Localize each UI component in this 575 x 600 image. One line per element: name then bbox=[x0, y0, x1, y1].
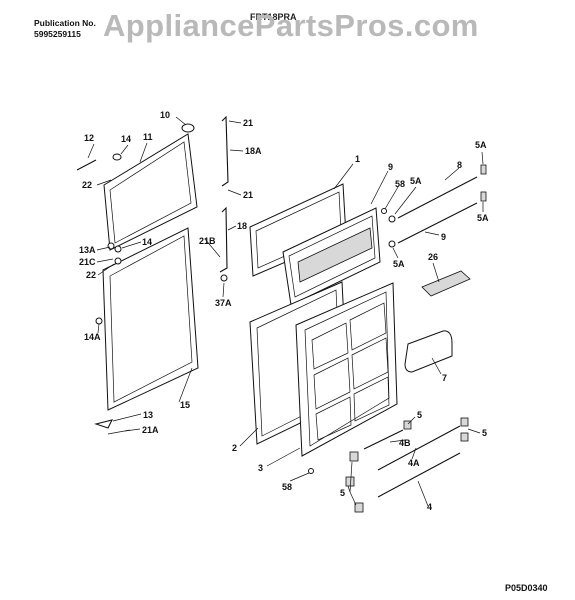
diagram-code: P05D0340 bbox=[505, 583, 548, 593]
callout-15: 15 bbox=[180, 400, 191, 410]
callout-4a: 4A bbox=[408, 458, 420, 468]
callout-10: 10 bbox=[160, 110, 171, 120]
callout-26: 26 bbox=[428, 252, 439, 262]
callout-37a: 37A bbox=[215, 298, 232, 308]
callout-8: 8 bbox=[457, 160, 463, 170]
callout-5-top: 5 bbox=[417, 410, 423, 420]
callout-1: 1 bbox=[355, 154, 361, 164]
callout-4b: 4B bbox=[399, 438, 411, 448]
callout-21c: 21C bbox=[79, 257, 96, 267]
callout-13a: 13A bbox=[79, 245, 96, 255]
publication-label: Publication No. bbox=[34, 18, 96, 28]
callout-58: 58 bbox=[395, 179, 406, 189]
callout-21b: 21B bbox=[199, 236, 216, 246]
callout-5a-left: 5A bbox=[410, 176, 422, 186]
callout-7: 7 bbox=[442, 373, 448, 383]
model-number: FRT18PRA bbox=[250, 12, 297, 22]
callout-21-mid: 21 bbox=[243, 190, 254, 200]
callout-13: 13 bbox=[143, 410, 154, 420]
callout-22-lower: 22 bbox=[86, 270, 97, 280]
callout-5a-top: 5A bbox=[475, 140, 487, 150]
callout-11: 11 bbox=[143, 132, 153, 142]
callout-14a: 14A bbox=[84, 332, 101, 342]
callout-12: 12 bbox=[84, 133, 95, 143]
callout-18a: 18A bbox=[245, 146, 262, 156]
publication-number: 5995259115 bbox=[34, 29, 81, 39]
freezer-door-panel bbox=[103, 133, 198, 251]
callout-9-lower: 9 bbox=[441, 232, 447, 242]
callout-5-lower: 5 bbox=[340, 488, 346, 498]
callout-9: 9 bbox=[388, 162, 394, 172]
callout-58-lower: 58 bbox=[282, 482, 293, 492]
callout-21: 21 bbox=[243, 118, 254, 128]
callout-22: 22 bbox=[82, 180, 93, 190]
watermark: AppliancePartsPros.com bbox=[103, 8, 479, 43]
callout-18: 18 bbox=[237, 221, 248, 231]
callout-4: 4 bbox=[427, 502, 433, 512]
callout-21a: 21A bbox=[142, 425, 159, 435]
callout-14: 14 bbox=[121, 134, 132, 144]
fresh-food-door-panel bbox=[102, 227, 199, 411]
callout-14-lower: 14 bbox=[142, 237, 153, 247]
callout-3: 3 bbox=[258, 463, 264, 473]
callout-5-right: 5 bbox=[482, 428, 488, 438]
callout-2: 2 bbox=[232, 443, 238, 453]
callout-5a-bottom: 5A bbox=[393, 259, 405, 269]
callout-5a-right: 5A bbox=[477, 213, 489, 223]
